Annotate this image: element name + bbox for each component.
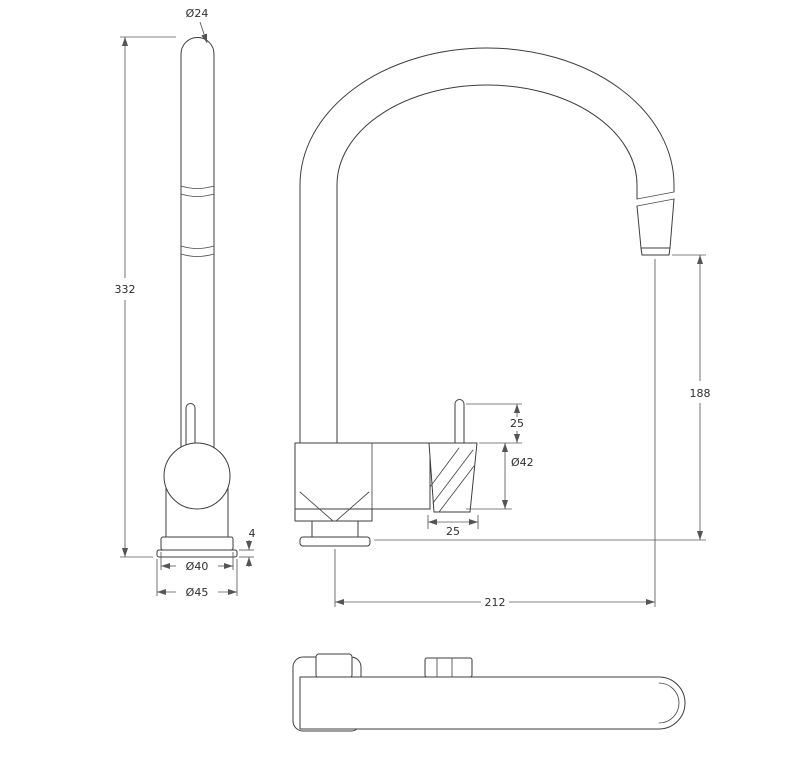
gooseneck-outer [299, 47, 675, 446]
dim-label-outlet-height: 188 [690, 387, 711, 400]
leader-line [199, 21, 208, 44]
dim-label-reach: 212 [485, 596, 506, 609]
plan-handle [424, 657, 473, 678]
dim-label-flange-diameter: Ø40 [186, 560, 209, 573]
spray-head-joint [636, 191, 675, 207]
dim-overall-height: 332 [115, 36, 176, 558]
dim-label-plate-thickness: 4 [249, 527, 256, 540]
gooseneck-inner [336, 84, 638, 446]
dim-label-base-diameter: Ø45 [186, 586, 209, 599]
dim-flange-diameter: Ø40 [160, 552, 234, 573]
dim-label-body-diameter: Ø42 [511, 456, 534, 469]
side-view: Ø24 332 4 Ø40 [115, 7, 256, 599]
dim-outlet-height: 188 [374, 254, 711, 541]
valve-body-circle [163, 442, 231, 510]
front-base-flange [299, 536, 371, 547]
dim-reach: 212 [334, 259, 656, 609]
plan-handle-detail [436, 657, 453, 678]
plan-view [292, 653, 686, 732]
side-base-plate [156, 549, 238, 558]
dim-spout-diameter: Ø24 [186, 7, 209, 44]
dim-label-handle-stem-height: 25 [510, 417, 524, 430]
dim-plate-thickness: 4 [239, 527, 256, 567]
handle-body [428, 442, 478, 513]
body-cone-lines [299, 491, 370, 522]
handle-stick [454, 399, 465, 450]
side-base-flange [160, 536, 234, 551]
side-lever-stick [185, 403, 196, 450]
hose-joint-marks [180, 185, 215, 257]
plan-riser-top [315, 653, 353, 679]
handle-body-detail [429, 447, 475, 513]
front-body-lower [294, 508, 373, 522]
dim-base-diameter: Ø45 [156, 559, 238, 599]
dim-handle-stem-height: 25 [466, 403, 524, 444]
dim-label-handle-width: 25 [446, 525, 460, 538]
dim-handle-width: 25 [427, 515, 479, 538]
plan-aerator-arc [658, 682, 680, 724]
dim-label-overall-height: 332 [115, 283, 136, 296]
plan-spout-capsule [299, 676, 686, 730]
spray-head [636, 198, 675, 256]
spout-tube-side [180, 37, 215, 453]
dim-label-spout-diameter: Ø24 [186, 7, 209, 20]
base-stem [311, 520, 359, 538]
dim-body-diameter: Ø42 [466, 443, 534, 510]
front-body [294, 442, 431, 510]
front-view: 25 Ø42 25 188 212 [294, 47, 711, 609]
